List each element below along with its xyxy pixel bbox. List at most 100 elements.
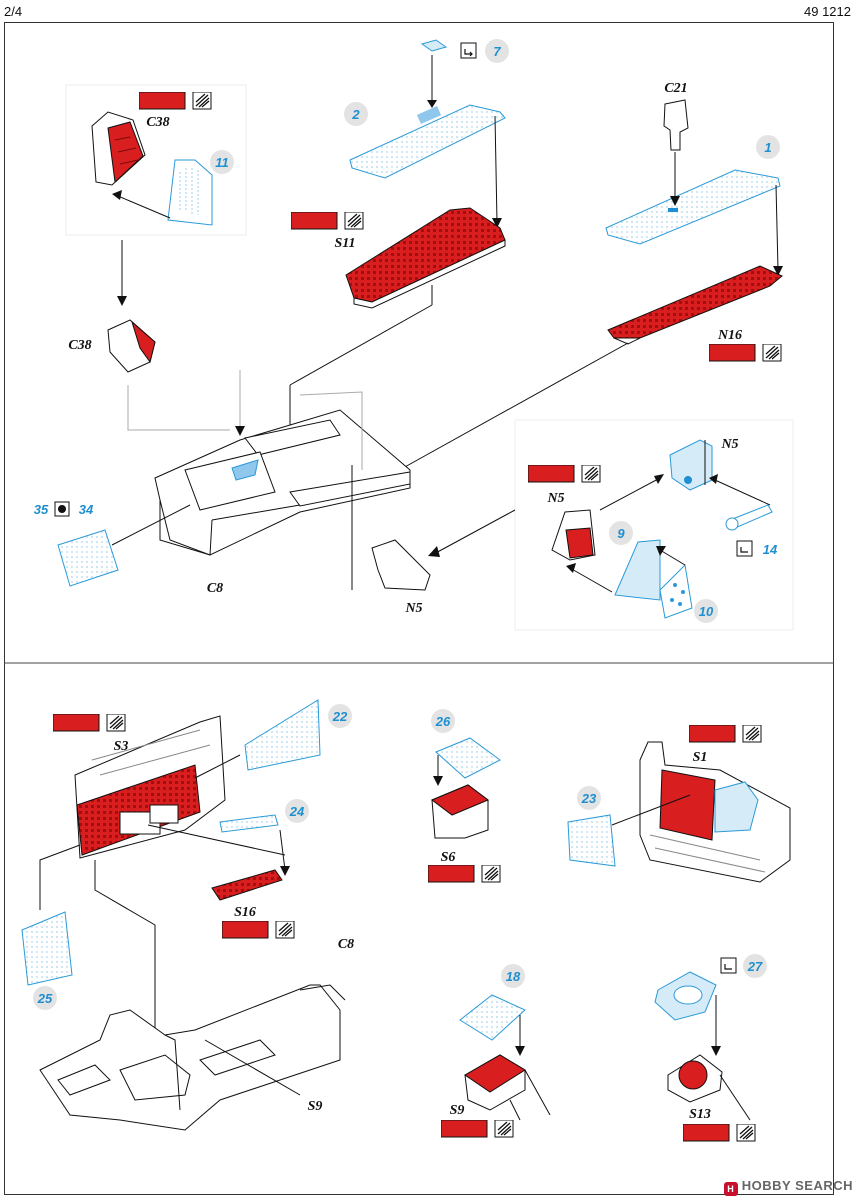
etch-part-23 <box>567 814 616 867</box>
part-s11-label: S11 <box>334 236 355 251</box>
etch-part-10 <box>659 563 693 619</box>
part-c38-mid-group: C38 <box>68 240 245 436</box>
paint-chip-s9 <box>441 1120 514 1138</box>
paint-chip-s3 <box>53 714 126 732</box>
step-bubble-25 <box>33 986 57 1010</box>
fold-icon <box>460 42 477 59</box>
part-n5-bottom-label: N5 <box>404 601 422 616</box>
step-35-label: 35 <box>34 502 49 517</box>
part-n5-top-label: N5 <box>720 437 738 452</box>
part-s3-label: S3 <box>114 739 129 754</box>
paint-chip-s1 <box>689 725 762 743</box>
step-34-label: 34 <box>79 502 94 517</box>
part-c8-cockpit <box>39 984 341 1131</box>
step-bubble-7 <box>485 39 509 63</box>
step-bubble-24 <box>285 799 309 823</box>
etch-part-22 <box>244 699 321 771</box>
step-bubble-27 <box>743 954 767 978</box>
step-bubble-11 <box>210 150 234 174</box>
part-c21 <box>663 99 689 151</box>
step-23-label: 23 <box>581 791 597 806</box>
etch-panel-2 <box>349 104 506 179</box>
part-c38-top-label: C38 <box>146 115 169 130</box>
part-s6-label: S6 <box>441 850 456 865</box>
step-2-label: 2 <box>351 107 360 122</box>
etch-part-11 <box>167 159 213 226</box>
page-number: 2/4 <box>4 4 23 19</box>
part-s1-label: S1 <box>693 750 708 765</box>
paint-chip-c38 <box>139 92 212 110</box>
part-n16-label: N16 <box>717 328 742 343</box>
part-s9-right-label: S9 <box>450 1103 465 1118</box>
etch-part-34 <box>57 529 119 587</box>
paint-chip-s13 <box>683 1124 756 1142</box>
watermark-text: HOBBY SEARCH <box>741 1178 853 1193</box>
hobby-search-logo-icon: H <box>723 1182 738 1196</box>
step-27-label: 27 <box>747 959 763 974</box>
part-s6-group: 26 S6 <box>428 709 501 883</box>
part-c8-top-group: C8 <box>154 391 411 596</box>
part-s3-group: S3 22 24 S16 <box>53 699 352 939</box>
part-s9-left-label: S9 <box>308 1099 323 1114</box>
step-14-label: 14 <box>763 542 778 557</box>
paint-chip-s11 <box>291 212 364 230</box>
step-bubble-10 <box>694 599 718 623</box>
step-11-label: 11 <box>215 155 229 170</box>
paint-chip-n5 <box>528 465 601 483</box>
part-s13-group: 27 S13 <box>654 954 767 1142</box>
step-1-group: 1 <box>605 135 783 276</box>
part-n16-group: N16 <box>382 265 783 482</box>
etch-panel-1 <box>605 169 781 245</box>
part-s13-label: S13 <box>689 1107 711 1122</box>
part-c21-label: C21 <box>664 81 687 96</box>
etch-part-24 <box>219 814 279 833</box>
step-25-group: 25 <box>21 844 160 1056</box>
part-s11-group: S11 <box>285 207 506 436</box>
step-bubble-9 <box>609 521 633 545</box>
etch-part-26 <box>435 737 501 779</box>
part-s16 <box>211 869 283 901</box>
step-bubble-22 <box>328 704 352 728</box>
part-s1-group: S1 23 <box>567 725 791 883</box>
part-c38-mid-label: C38 <box>68 338 91 353</box>
step-2-group: 2 <box>344 102 506 228</box>
part-n5-assembly-group: N5 9 10 N5 14 <box>528 437 778 623</box>
paint-chip-s16 <box>222 921 295 939</box>
step-7-group: 7 <box>420 39 509 108</box>
part-c8-bottom-label: C8 <box>338 937 354 952</box>
step-1-label: 1 <box>764 140 771 155</box>
part-s16-label: S16 <box>234 905 256 920</box>
step-9-label: 9 <box>617 526 625 541</box>
subframe-c38 <box>65 84 247 236</box>
etch-part-18 <box>459 994 526 1041</box>
part-c21-group: C21 <box>663 81 689 206</box>
fold-icon-27 <box>720 957 737 974</box>
step-10-label: 10 <box>699 604 714 619</box>
step-7-label: 7 <box>493 44 501 59</box>
step-bubble-18 <box>501 964 525 988</box>
step-bubble-1 <box>756 135 780 159</box>
etch-part-25 <box>21 911 73 986</box>
etch-part-7 <box>420 39 448 52</box>
part-c8-bottom-group: C8 S9 <box>39 937 354 1131</box>
part-c38-top-group: C38 11 <box>91 92 234 226</box>
part-n5-mid-label: N5 <box>546 491 564 506</box>
step-bubble-23 <box>577 786 601 810</box>
paint-chip-s6 <box>428 865 501 883</box>
step-18-label: 18 <box>506 969 521 984</box>
subframe-n5 <box>514 419 794 631</box>
paint-chip-n16 <box>709 344 782 362</box>
step-bubble-26 <box>431 709 455 733</box>
step-25-label: 25 <box>37 991 53 1006</box>
step-35-34-group: 35 34 <box>34 501 191 587</box>
part-n16 <box>607 265 783 339</box>
etch-part-9 <box>614 539 661 601</box>
step-bubble-2 <box>344 102 368 126</box>
step-24-label: 24 <box>289 804 305 819</box>
part-n5-bottom-group: N5 <box>371 509 516 616</box>
step-22-label: 22 <box>332 709 348 724</box>
part-c8-top-label: C8 <box>207 581 223 596</box>
part-n5-bottom <box>371 539 431 591</box>
